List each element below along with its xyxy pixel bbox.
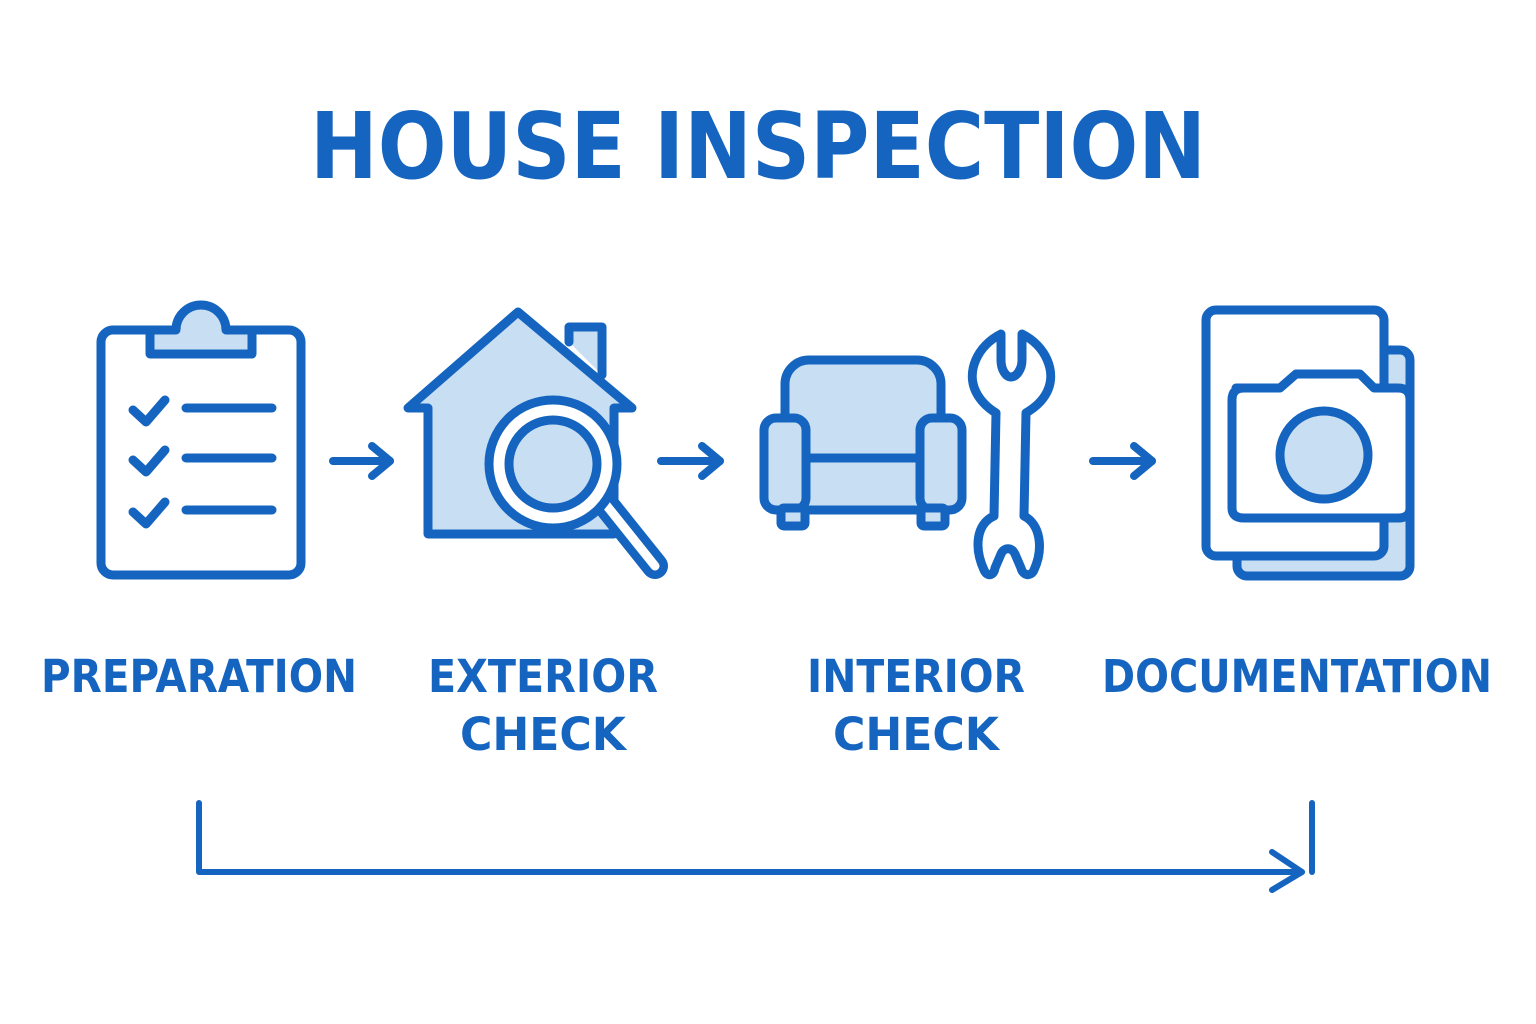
step-label-documentation: DOCUMENTATION (1102, 650, 1492, 703)
house-magnifier-icon (403, 307, 668, 579)
arrow-right-icon (1089, 442, 1156, 480)
camera-documents-icon (1201, 305, 1415, 581)
process-flow-arrow (196, 800, 1315, 893)
step-label-exterior: EXTERIOR (428, 650, 658, 703)
step-label-exterior-check: CHECK (460, 708, 628, 761)
clipboard-checklist-icon (96, 300, 306, 580)
armchair-wrench-icon (759, 329, 1056, 580)
step-label-interior-check: CHECK (833, 708, 1001, 761)
arrow-right-icon (329, 442, 394, 480)
page-title: HOUSE INSPECTION (310, 93, 1206, 200)
step-label-interior: INTERIOR (807, 650, 1025, 703)
step-label-preparation: PREPARATION (41, 650, 357, 703)
arrow-right-icon (657, 442, 724, 480)
